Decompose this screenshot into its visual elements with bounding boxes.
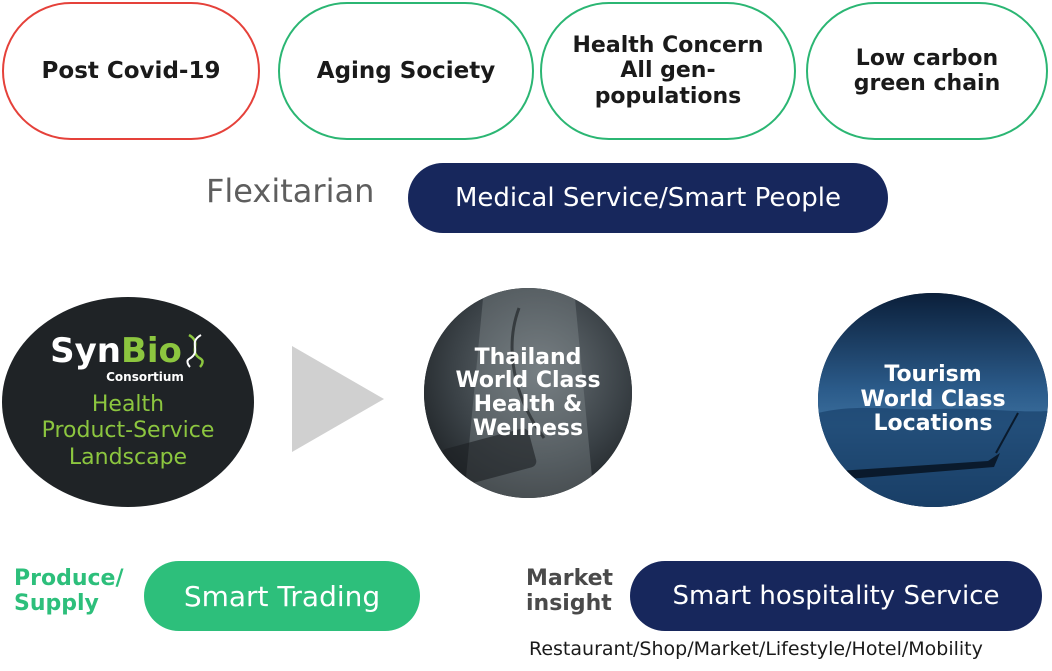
- post-covid-label: Post Covid-19: [41, 58, 221, 84]
- flexitarian-label: Flexitarian: [206, 172, 375, 210]
- footer-categories: Restaurant/Shop/Market/Lifestyle/Hotel/M…: [529, 638, 983, 660]
- aging-society-label: Aging Society: [316, 58, 496, 84]
- synbio-logo: Syn Bio Consortium: [50, 333, 206, 384]
- tourism-circle: Tourism World Class Locations: [818, 293, 1048, 507]
- smart-trading-label: Smart Trading: [183, 579, 381, 613]
- health-concern-label: Health Concern All gen- populations: [572, 33, 764, 109]
- health-concern-pill: Health Concern All gen- populations: [540, 2, 796, 140]
- medical-service-label: Medical Service/Smart People: [454, 183, 841, 213]
- doctor-photo-background: [424, 288, 632, 498]
- low-carbon-label: Low carbon green chain: [853, 45, 1001, 96]
- beach-photo-background: [818, 293, 1048, 507]
- synbio-circle: Syn Bio Consortium Health Product-Servic…: [2, 297, 254, 507]
- medical-service-pill: Medical Service/Smart People: [408, 163, 888, 233]
- thailand-wellness-label: Thailand World Class Health & Wellness: [455, 344, 601, 441]
- arrow-right-icon: [292, 346, 384, 452]
- post-covid-pill: Post Covid-19: [2, 2, 260, 140]
- synbio-logo-sub: Consortium: [106, 369, 184, 384]
- low-carbon-pill: Low carbon green chain: [806, 2, 1048, 140]
- smart-hospitality-label: Smart hospitality Service: [672, 581, 1000, 611]
- market-insight-label: Market insight: [526, 566, 614, 617]
- aging-society-pill: Aging Society: [278, 2, 534, 140]
- smart-trading-pill: Smart Trading: [144, 561, 420, 631]
- thailand-wellness-circle: Thailand World Class Health & Wellness: [424, 288, 632, 498]
- tourism-label: Tourism World Class Locations: [860, 362, 1006, 437]
- synbio-landscape-label: Health Product-Service Landscape: [41, 391, 215, 470]
- synbio-logo-syn: Syn: [50, 330, 121, 371]
- smart-hospitality-pill: Smart hospitality Service: [630, 561, 1042, 631]
- produce-supply-label: Produce/ Supply: [14, 566, 124, 617]
- synbio-logo-bio: Bio: [120, 330, 182, 371]
- dna-icon: [186, 333, 204, 368]
